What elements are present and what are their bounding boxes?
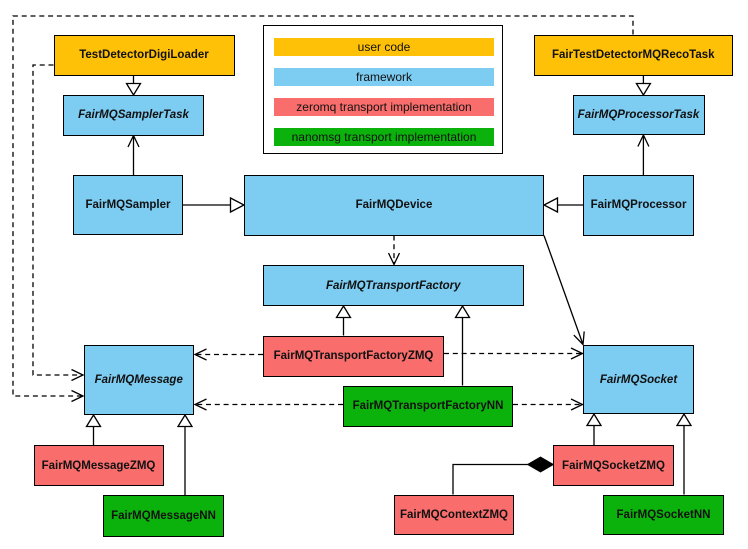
edge-fairmqmessagenn-fairmqmessage [176,413,194,495]
legend-item-nanomsg: nanomsg transport implementation [274,127,494,146]
edge-testdetectordigiloader-fairmqmessage [32,64,85,382]
class-box-fairmqtransportfactorynn: FairMQTransportFactoryNN [343,385,513,427]
class-box-fairmqprocessortask: FairMQProcessorTask [572,95,705,135]
edge-testdetectordigiloader-fairmqsamplertask [125,75,142,97]
edge-fairmqtransportfactoryzmq-fairmqmessage [193,348,263,361]
edge-fairmqtransportfactorynn-fairmqsocket [513,398,585,411]
legend-label: nanomsg transport implementation [291,129,477,144]
class-box-fairmqsocketzmq: FairMQSocketZMQ [553,445,674,486]
edge-fairmqprocessor-fairmqdevice [542,196,583,214]
edge-fairmqsampler-fairmqdevice [183,196,246,214]
edge-fairmqtransportfactorynn-fairmqmessage [193,398,343,411]
class-box-fairmqtransportfactory: FairMQTransportFactory [263,265,524,306]
class-box-fairmqprocessor: FairMQProcessor [583,175,694,236]
class-label: FairMQSocket [599,373,678,386]
class-box-fairmqcontextzmq: FairMQContextZMQ [394,494,514,535]
legend: user code framework zeromq transport imp… [263,25,503,154]
class-label: FairMQSocketNN [616,508,711,521]
edge-fairtestdetectormqrecotask-fairmqprocessortask [635,75,652,97]
class-label: FairMQSampler [85,199,171,211]
edge-fairmqprocessor-fairmqprocessortask [637,133,650,175]
class-label: FairMQMessageZMQ [41,459,156,472]
edge-fairmqdevice-fairmqtransportfactory [387,235,401,267]
class-label: FairMQSocketZMQ [562,459,665,472]
class-label: FairMQSamplerTask [78,109,189,122]
class-box-fairmqsamplertask: FairMQSamplerTask [63,95,204,136]
class-box-fairmqsocketnn: FairMQSocketNN [603,494,724,535]
legend-item-user-code: user code [274,37,494,56]
edge-fairmqtransportfactorynn-fairmqtransportfactory [454,304,471,386]
class-box-fairmqmessagenn: FairMQMessageNN [103,495,224,537]
edge-fairmqsocketzmq-fairmqsocket [585,412,603,445]
class-label: FairMQMessage [94,373,183,386]
legend-item-framework: framework [274,67,494,86]
class-label: TestDetectorDigiLoader [79,49,209,61]
edge-fairmqsampler-fairmqsamplertask [127,133,140,175]
class-box-fairtestdetectormqrecotask: FairTestDetectorMQRecoTask [533,34,733,76]
class-box-fairmqmessagezmq: FairMQMessageZMQ [33,445,164,486]
class-label: FairMQMessageNN [111,509,216,522]
legend-label: user code [357,39,411,54]
class-box-fairmqsocket: FairMQSocket [583,345,694,414]
edge-fairtestdetectormqrecotask-fairmqmessage [12,15,634,403]
legend-item-zeromq: zeromq transport implementation [274,97,494,116]
class-label: FairTestDetectorMQRecoTask [551,49,715,61]
edge-fairmqtransportfactoryzmq-fairmqtransportfactory [335,304,352,336]
class-label: FairMQTransportFactoryZMQ [273,350,434,362]
class-label: FairMQContextZMQ [400,508,508,521]
class-label: FairMQDevice [355,199,433,212]
class-label: FairMQTransportFactoryNN [352,400,504,412]
legend-label: framework [355,69,412,84]
class-label: FairMQProcessorTask [577,109,700,121]
edge-fairmqdevice-fairmqsocket [543,235,585,346]
edge-fairmqcontextzmq-fairmqsocketzmq [452,456,555,495]
class-label: FairMQTransportFactory [325,279,461,292]
edge-fairmqsocketnn-fairmqsocket [675,412,693,495]
class-box-fairmqdevice: FairMQDevice [244,175,544,236]
class-box-testdetectordigiloader: TestDetectorDigiLoader [53,34,235,76]
edge-fairmqmessagezmq-fairmqmessage [85,413,102,445]
class-box-fairmqsampler: FairMQSampler [73,175,183,235]
class-label: FairMQProcessor [590,199,687,212]
edge-fairmqtransportfactoryzmq-fairmqsocket [444,347,585,360]
class-box-fairmqmessage: FairMQMessage [83,344,194,415]
legend-label: zeromq transport implementation [296,99,472,114]
class-box-fairmqtransportfactoryzmq: FairMQTransportFactoryZMQ [263,335,444,377]
